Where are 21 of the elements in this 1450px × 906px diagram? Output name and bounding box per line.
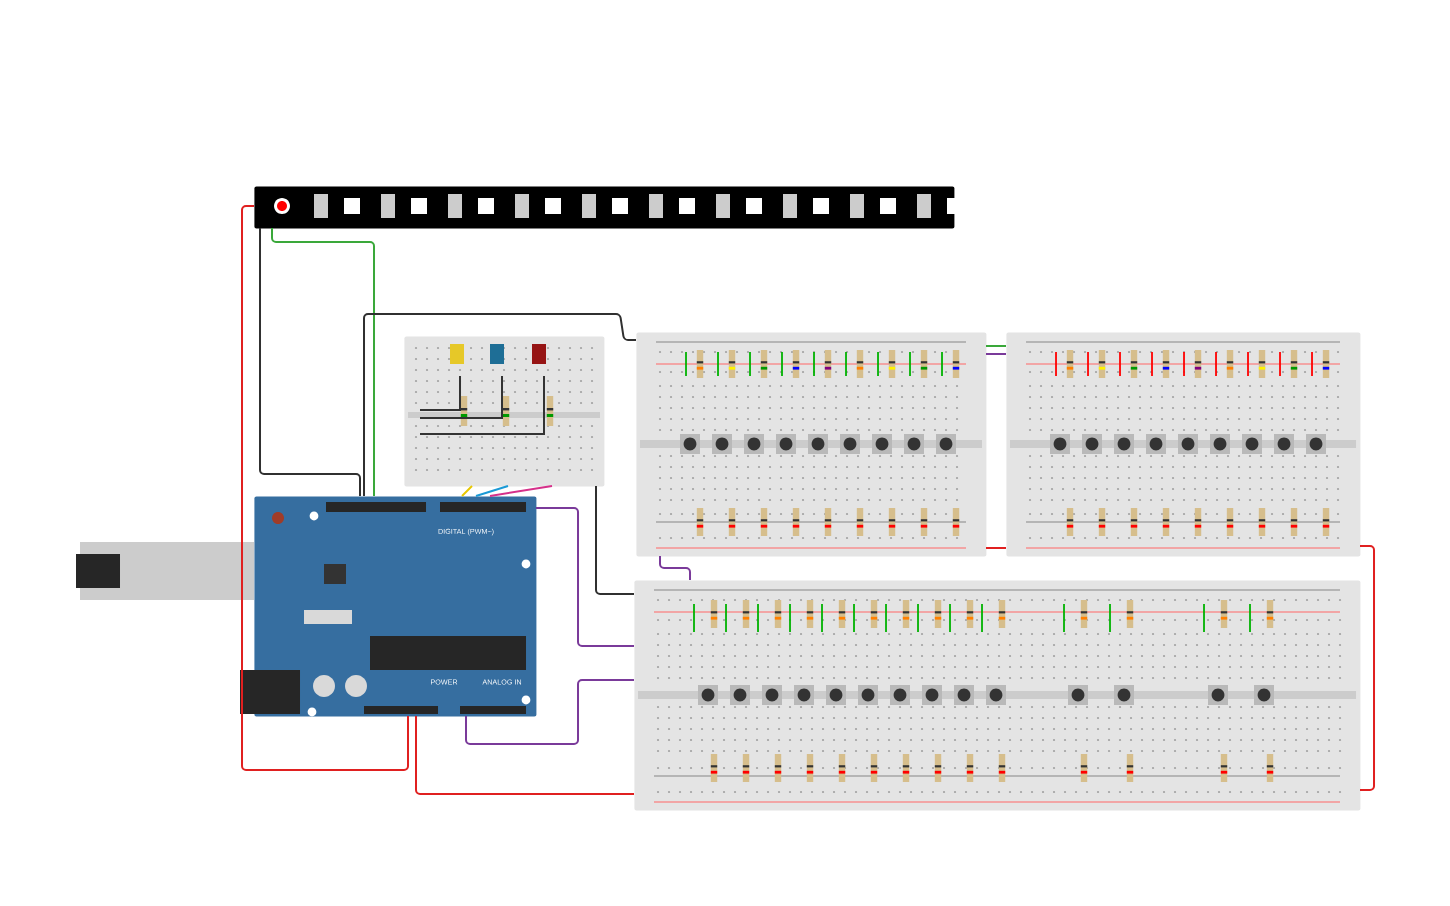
wire	[271, 227, 375, 497]
wire	[415, 715, 635, 795]
wire	[985, 345, 1007, 347]
wire	[475, 485, 509, 497]
wire	[363, 313, 637, 497]
wire	[1359, 545, 1375, 791]
wire	[985, 353, 1007, 355]
wire	[489, 485, 553, 497]
microcontroller-board	[76, 496, 537, 717]
wire	[259, 227, 361, 497]
wire	[241, 205, 409, 771]
breadboard	[634, 580, 1361, 811]
breadboard	[1006, 332, 1361, 557]
wire	[595, 485, 635, 595]
breadboard	[636, 332, 987, 557]
wire	[465, 679, 635, 745]
wire	[535, 507, 635, 647]
wire	[659, 555, 691, 581]
breadboard	[404, 336, 605, 487]
wire	[461, 485, 473, 497]
wire	[985, 547, 1007, 549]
